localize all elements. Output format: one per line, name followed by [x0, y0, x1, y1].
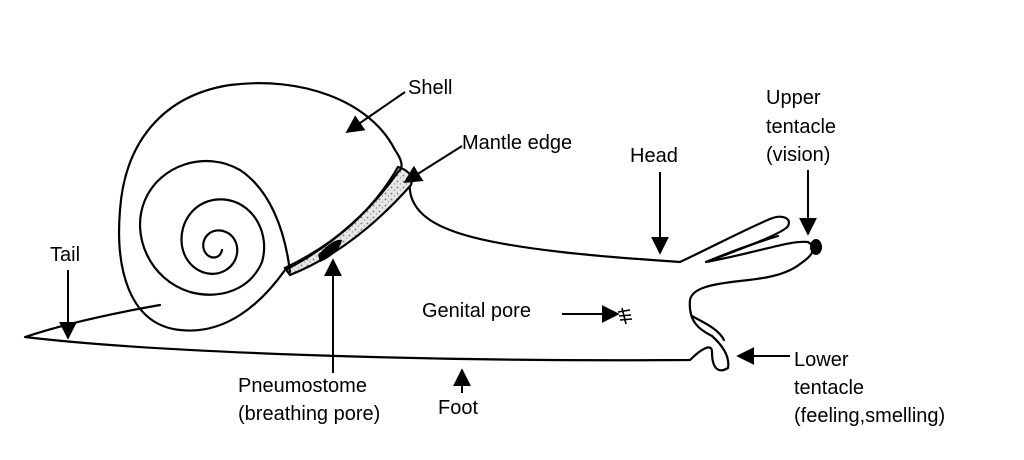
lower-tentacle-outline [690, 314, 726, 342]
shell-whorl-outer [138, 160, 292, 296]
shell-spiral [180, 198, 266, 275]
snail-body-outline [23, 180, 815, 372]
label-lower-tentacle-2: tentacle [794, 377, 864, 399]
pneumostome-opening [318, 239, 342, 262]
shell-outline [118, 82, 403, 332]
label-shell: Shell [408, 77, 452, 99]
label-tail: Tail [50, 244, 80, 266]
label-mantle-edge: Mantle edge [462, 132, 572, 154]
label-foot: Foot [438, 397, 478, 419]
label-pneumostome-2: (breathing pore) [238, 403, 380, 425]
upper-tentacle-outline [704, 234, 780, 264]
genital-pore-mark [617, 307, 633, 325]
label-pneumostome-1: Pneumostome [238, 375, 367, 397]
eye-spot [810, 239, 822, 255]
mantle-edge-arrow [403, 145, 463, 183]
label-lower-tentacle-3: (feeling,smelling) [794, 405, 945, 427]
label-genital-pore: Genital pore [422, 300, 531, 322]
label-head: Head [630, 145, 678, 167]
label-upper-tentacle-3: (vision) [766, 144, 830, 166]
label-lower-tentacle-1: Lower [794, 349, 849, 371]
label-upper-tentacle-2: tentacle [766, 116, 836, 138]
shell-arrow [345, 91, 406, 134]
label-upper-tentacle-1: Upper [766, 87, 821, 109]
